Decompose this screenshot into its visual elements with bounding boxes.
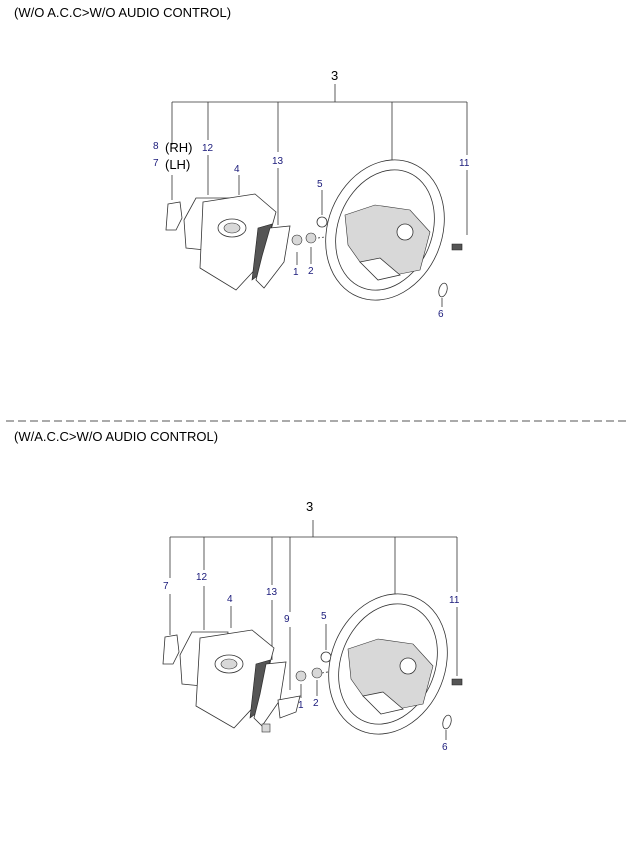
section-1-label-8: 8 <box>153 141 159 152</box>
section-2-switch-9 <box>277 695 301 719</box>
section-2-label-1: 1 <box>298 700 304 711</box>
section-1-screw-11 <box>451 243 463 251</box>
section-2-label-11: 11 <box>449 595 460 606</box>
section-2-label-5: 5 <box>321 611 327 622</box>
section-1: (W/O A.C.C>W/O AUDIO CONTROL) <box>14 5 470 320</box>
section-1-leader-lines <box>171 84 468 307</box>
section-2-washer-2 <box>311 667 323 679</box>
section-1-label-2: 2 <box>308 266 314 277</box>
section-1-title: (W/O A.C.C>W/O AUDIO CONTROL) <box>14 5 231 20</box>
section-1-label-1: 1 <box>293 267 299 278</box>
section-1-label-3: 3 <box>331 68 338 83</box>
section-1-label-7: 7 <box>153 158 159 169</box>
section-1-side-cover <box>165 201 183 231</box>
section-2-nut-1 <box>295 670 307 682</box>
section-1-washer-2 <box>305 232 317 244</box>
section-1-plug-6 <box>438 282 448 298</box>
section-1-label-4: 4 <box>234 164 240 175</box>
section-2-plug-6 <box>442 714 452 730</box>
section-1-label-12: 12 <box>202 143 214 154</box>
section-1-label-5: 5 <box>317 179 323 190</box>
section-2-side-cover <box>162 634 180 665</box>
section-1-trim-bracket <box>255 225 291 289</box>
section-1-label-lh: (LH) <box>165 157 190 172</box>
section-2-connector <box>261 723 271 733</box>
section-1-label-6: 6 <box>438 309 444 320</box>
section-2-screw-11 <box>451 678 463 686</box>
section-2-steering-wheel <box>328 593 448 735</box>
section-1-label-13: 13 <box>272 156 284 167</box>
section-1-steering-wheel <box>325 159 445 301</box>
section-1-nut-1 <box>291 234 303 246</box>
section-2-label-13: 13 <box>266 587 278 598</box>
section-1-label-11: 11 <box>459 158 470 169</box>
section-2-title: (W/A.C.C>W/O AUDIO CONTROL) <box>14 429 218 444</box>
section-2-label-9: 9 <box>284 614 290 625</box>
section-2-label-4: 4 <box>227 594 233 605</box>
section-1-cap-5 <box>316 216 328 228</box>
section-2-leader-lines <box>169 520 458 740</box>
section-2-label-12: 12 <box>196 572 208 583</box>
section-2: (W/A.C.C>W/O AUDIO CONTROL) <box>14 429 463 753</box>
section-1-label-rh: (RH) <box>165 140 192 155</box>
section-2-label-6: 6 <box>442 742 448 753</box>
section-2-label-7: 7 <box>163 581 169 592</box>
section-2-label-3: 3 <box>306 499 313 514</box>
section-2-label-2: 2 <box>313 698 319 709</box>
